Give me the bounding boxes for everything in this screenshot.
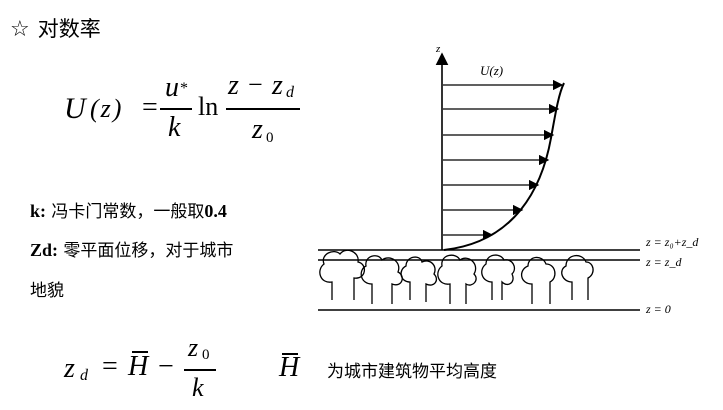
f2-frac-line xyxy=(184,369,216,371)
tree-6 xyxy=(521,256,556,304)
frac2-num-a: z xyxy=(228,70,239,101)
formula-arg: (z) xyxy=(90,94,124,123)
level-label-ground: z = 0 xyxy=(645,302,671,316)
log-law-formula: U (z) = u * k ln z − z d z 0 xyxy=(60,70,320,160)
note-zd-key: Zd: xyxy=(30,240,59,260)
f2-h: H xyxy=(128,351,149,382)
tree-2 xyxy=(360,255,403,304)
frac2-den: z xyxy=(252,114,263,145)
frac2-line xyxy=(226,108,300,110)
f2-equals: = xyxy=(102,351,118,382)
f2-den: k xyxy=(192,373,204,402)
level-label-zd: z = z_d xyxy=(645,255,682,269)
f2-minus: − xyxy=(158,351,174,382)
tree-5 xyxy=(481,254,516,300)
note-k: k: 冯卡门常数，一般取0.4 xyxy=(30,197,227,222)
z-axis-label: z xyxy=(435,43,441,55)
note-zd: Zd: 零平面位移，对于城市 xyxy=(30,236,233,261)
hbar-overbar xyxy=(282,353,298,355)
frac1-numerator: u xyxy=(165,72,179,103)
frac1-numerator-sub: * xyxy=(180,80,188,97)
f2-lhs-sub: d xyxy=(80,367,88,384)
frac2-num-b: z xyxy=(272,70,283,101)
star-icon: ☆ xyxy=(10,17,30,42)
note-k-key: k: xyxy=(30,201,47,221)
frac2-num-b-sub: d xyxy=(286,84,294,101)
wind-profile-diagram: z U(z) z = z₀+z_d z = z_d z = 0 xyxy=(318,43,699,316)
note-zd-line2: 地貌 xyxy=(30,281,64,301)
level-label-z0-zd: z = z₀+z_d xyxy=(645,235,699,249)
slide-heading: ☆ 对数率 xyxy=(10,13,101,43)
f2-num: z xyxy=(188,333,199,362)
f2-num-sub: 0 xyxy=(202,347,210,363)
hbar-caption: 为城市建筑物平均高度 xyxy=(327,362,497,382)
note-k-text: 冯卡门常数，一般取 xyxy=(51,202,205,222)
profile-label: U(z) xyxy=(480,63,503,78)
zero-plane-formula: z d = H − z 0 k xyxy=(62,333,232,405)
frac1-denominator: k xyxy=(168,112,181,143)
velocity-arrows xyxy=(443,79,564,241)
tree-3 xyxy=(400,256,438,302)
f2-h-overbar xyxy=(132,351,148,353)
frac2-minus: − xyxy=(248,70,263,99)
tree-7 xyxy=(561,255,594,300)
frac1-line xyxy=(160,108,192,110)
heading-title: 对数率 xyxy=(37,17,101,41)
note-k-value: 0.4 xyxy=(204,201,227,221)
tree-4 xyxy=(437,254,477,304)
hbar-symbol: H xyxy=(279,352,300,383)
formula-lhs: U xyxy=(64,92,86,125)
note-zd-text: 零平面位移，对于城市 xyxy=(63,241,234,261)
f2-lhs: z xyxy=(64,353,75,384)
velocity-profile-curve xyxy=(443,82,565,251)
formula-ln: ln xyxy=(198,92,219,121)
formula-equals: = xyxy=(142,92,158,123)
frac2-den-sub: 0 xyxy=(266,130,274,146)
tree-1 xyxy=(319,249,365,300)
urban-canopy-trees xyxy=(319,249,594,304)
